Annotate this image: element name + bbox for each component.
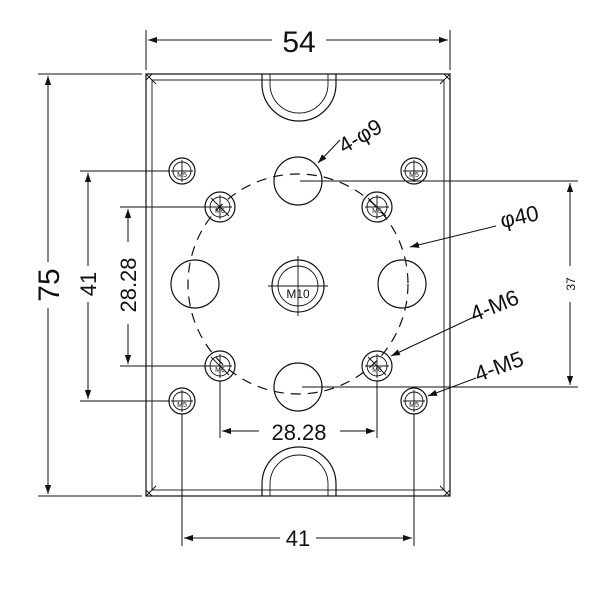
top-cutout — [261, 74, 337, 122]
dimension-top-width: 54 — [145, 26, 451, 70]
svg-text:M6: M6 — [372, 367, 382, 374]
m6-hole-bottom-left: M6 — [204, 350, 236, 382]
bottom-cutout — [261, 446, 337, 496]
callout-phi9: 4-φ9 — [317, 114, 386, 164]
dimension-bottom-inner: 28.28 — [219, 381, 378, 445]
m5-hole-bottom-left: M5 — [168, 387, 196, 415]
callout-m6: 4-M6 — [390, 285, 523, 357]
m6-holes: M6 M6 M6 M6 — [204, 191, 393, 382]
callout-phi9-label: 4-φ9 — [334, 114, 386, 159]
phi9-hole-left — [170, 259, 220, 309]
callout-phi40-label: φ40 — [498, 200, 541, 233]
dimension-54-label: 54 — [282, 26, 315, 59]
bolt-circle-phi40 — [187, 173, 409, 395]
m5-hole-bottom-right: M5 — [400, 387, 428, 415]
callout-m6-label: 4-M6 — [467, 285, 523, 327]
svg-text:M6: M6 — [215, 208, 225, 215]
dimension-37-label: 37 — [564, 277, 578, 291]
m6-hole-bottom-right: M6 — [361, 350, 393, 382]
svg-text:M5: M5 — [409, 172, 419, 179]
svg-text:M6: M6 — [372, 208, 382, 215]
m5-hole-top-right: M5 — [400, 157, 428, 185]
callout-phi40: φ40 — [409, 200, 541, 248]
dimension-75-label: 75 — [33, 268, 66, 301]
dimension-28-28-left-label: 28.28 — [116, 257, 141, 312]
dimension-41-left-label: 41 — [76, 272, 101, 296]
svg-text:M6: M6 — [215, 367, 225, 374]
m10-label: M10 — [286, 287, 310, 301]
phi9-holes — [170, 156, 427, 412]
m5-holes: M5 M5 M5 M5 — [168, 157, 428, 415]
dimension-left-inner: 28.28 — [116, 206, 208, 367]
m5-hole-top-left: M5 — [168, 157, 196, 185]
dimension-28-28-bottom-label: 28.28 — [271, 420, 326, 445]
dimension-left-outer: 41 — [76, 170, 170, 402]
callout-m5-label: 4-M5 — [471, 346, 527, 387]
phi9-hole-right — [377, 259, 427, 309]
m6-hole-top-left: M6 — [204, 191, 236, 223]
svg-text:M5: M5 — [177, 402, 187, 409]
plate-outline — [145, 73, 451, 497]
dimension-overall-height: 75 — [33, 73, 142, 497]
callout-m5: 4-M5 — [427, 346, 527, 397]
dimension-right-vertical: 37 — [300, 180, 578, 388]
dimension-41-bottom-label: 41 — [286, 526, 310, 551]
svg-text:M5: M5 — [177, 172, 187, 179]
svg-text:M5: M5 — [409, 402, 419, 409]
dimension-bottom-outer: 41 — [181, 414, 415, 551]
m6-hole-top-right: M6 — [361, 191, 393, 223]
center-m10-hole: M10 — [268, 256, 328, 316]
